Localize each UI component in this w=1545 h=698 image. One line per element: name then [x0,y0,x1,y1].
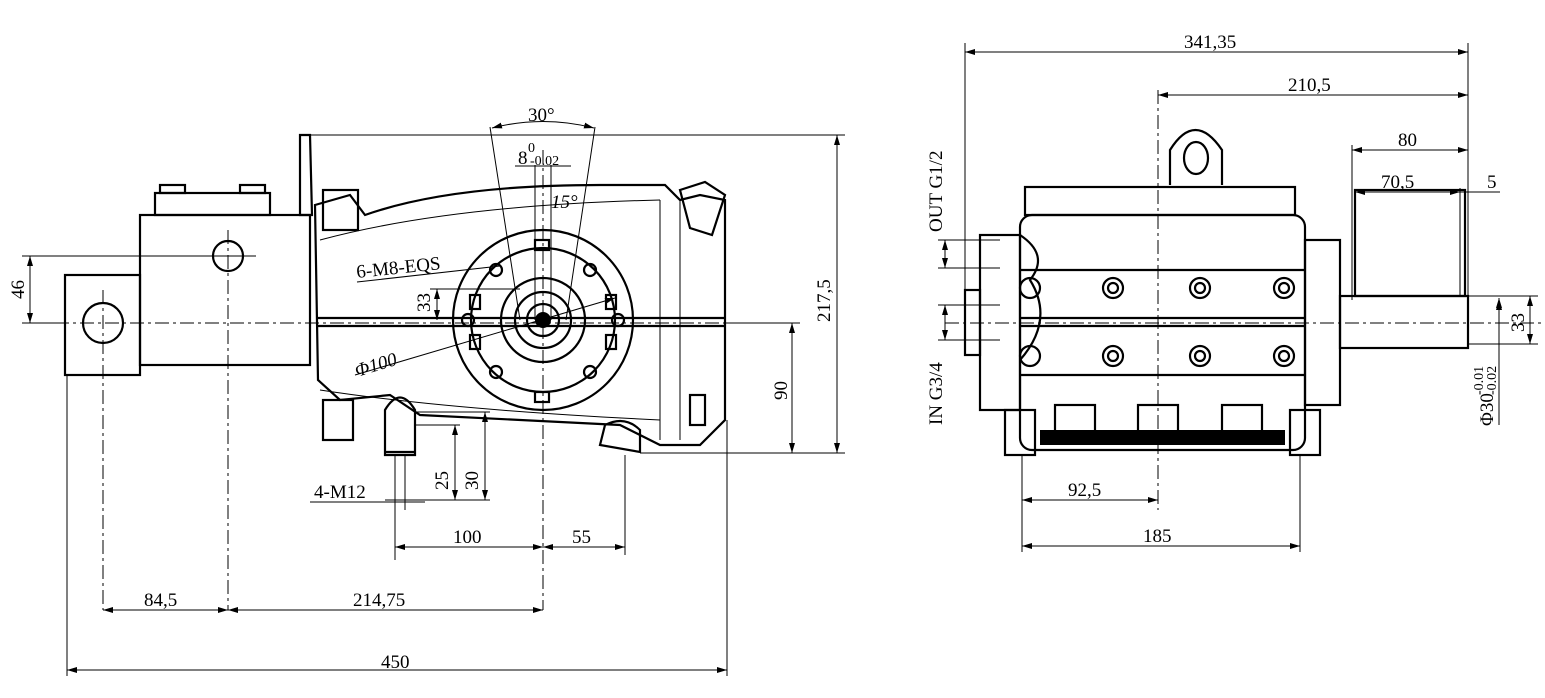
shaft-tol-upper: -0.01 [1472,366,1487,395]
angle-30-label: 30° [528,105,555,126]
dim-5-label: 5 [1487,172,1497,193]
dim-210-5-label: 210,5 [1288,75,1331,96]
shaft-dim-33-label: 33 [1508,313,1529,332]
side-view: 30° 8 0 -0.02 15° 6-M8-EQS 33 Φ100 46 21… [8,105,845,676]
dim-80-label: 80 [1398,130,1417,151]
dim-450-label: 450 [381,652,410,673]
foot-left [383,396,417,457]
flange-bolts [460,238,626,404]
head-bolts [1018,276,1296,368]
shaft-dia-label: Φ30 [1477,393,1498,426]
foot-right [598,419,642,454]
top-plate [1023,185,1297,217]
dim-217-5-label: 217,5 [814,279,835,322]
dim-185-label: 185 [1143,526,1172,547]
dim-341-35-label: 341,35 [1184,32,1236,53]
dia-100-label: Φ100 [352,349,400,382]
dim-30-label: 30 [462,471,483,490]
dim-214-75-label: 214,75 [353,590,405,611]
slot-tol-lower: -0.02 [530,154,559,169]
dim-84-5-label: 84,5 [144,590,177,611]
slot-tol-upper: 0 [528,141,535,156]
inlet-label: IN G3/4 [926,362,947,425]
manifold-cap [153,191,272,217]
dim-90-label: 90 [771,381,792,400]
front-view: 341,35 210,5 80 70,5 5 OUT G1/2 IN G3/4 … [926,32,1545,552]
dim-92-5-label: 92,5 [1068,480,1101,501]
dim-70-5-label: 70,5 [1381,172,1414,193]
shaft-tol-lower: -0.02 [1485,366,1500,395]
angle-15-label: 15° [551,192,578,213]
lifting-eye [1168,129,1224,185]
dim-25-label: 25 [432,471,453,490]
dim-46-label: 46 [8,280,29,299]
dim-55-label: 55 [572,527,591,548]
outlet-label: OUT G1/2 [926,151,947,232]
dim-33-label: 33 [414,293,435,312]
front-flange [451,228,635,412]
manifold [138,213,312,367]
slot-width-label: 8 [518,148,528,169]
foot-bolts-label: 4-M12 [314,482,366,503]
shaft [1338,294,1470,350]
inlet-port [81,301,125,345]
dim-100-label: 100 [453,527,482,548]
bolt-pattern-label: 6-M8-EQS [355,253,441,283]
